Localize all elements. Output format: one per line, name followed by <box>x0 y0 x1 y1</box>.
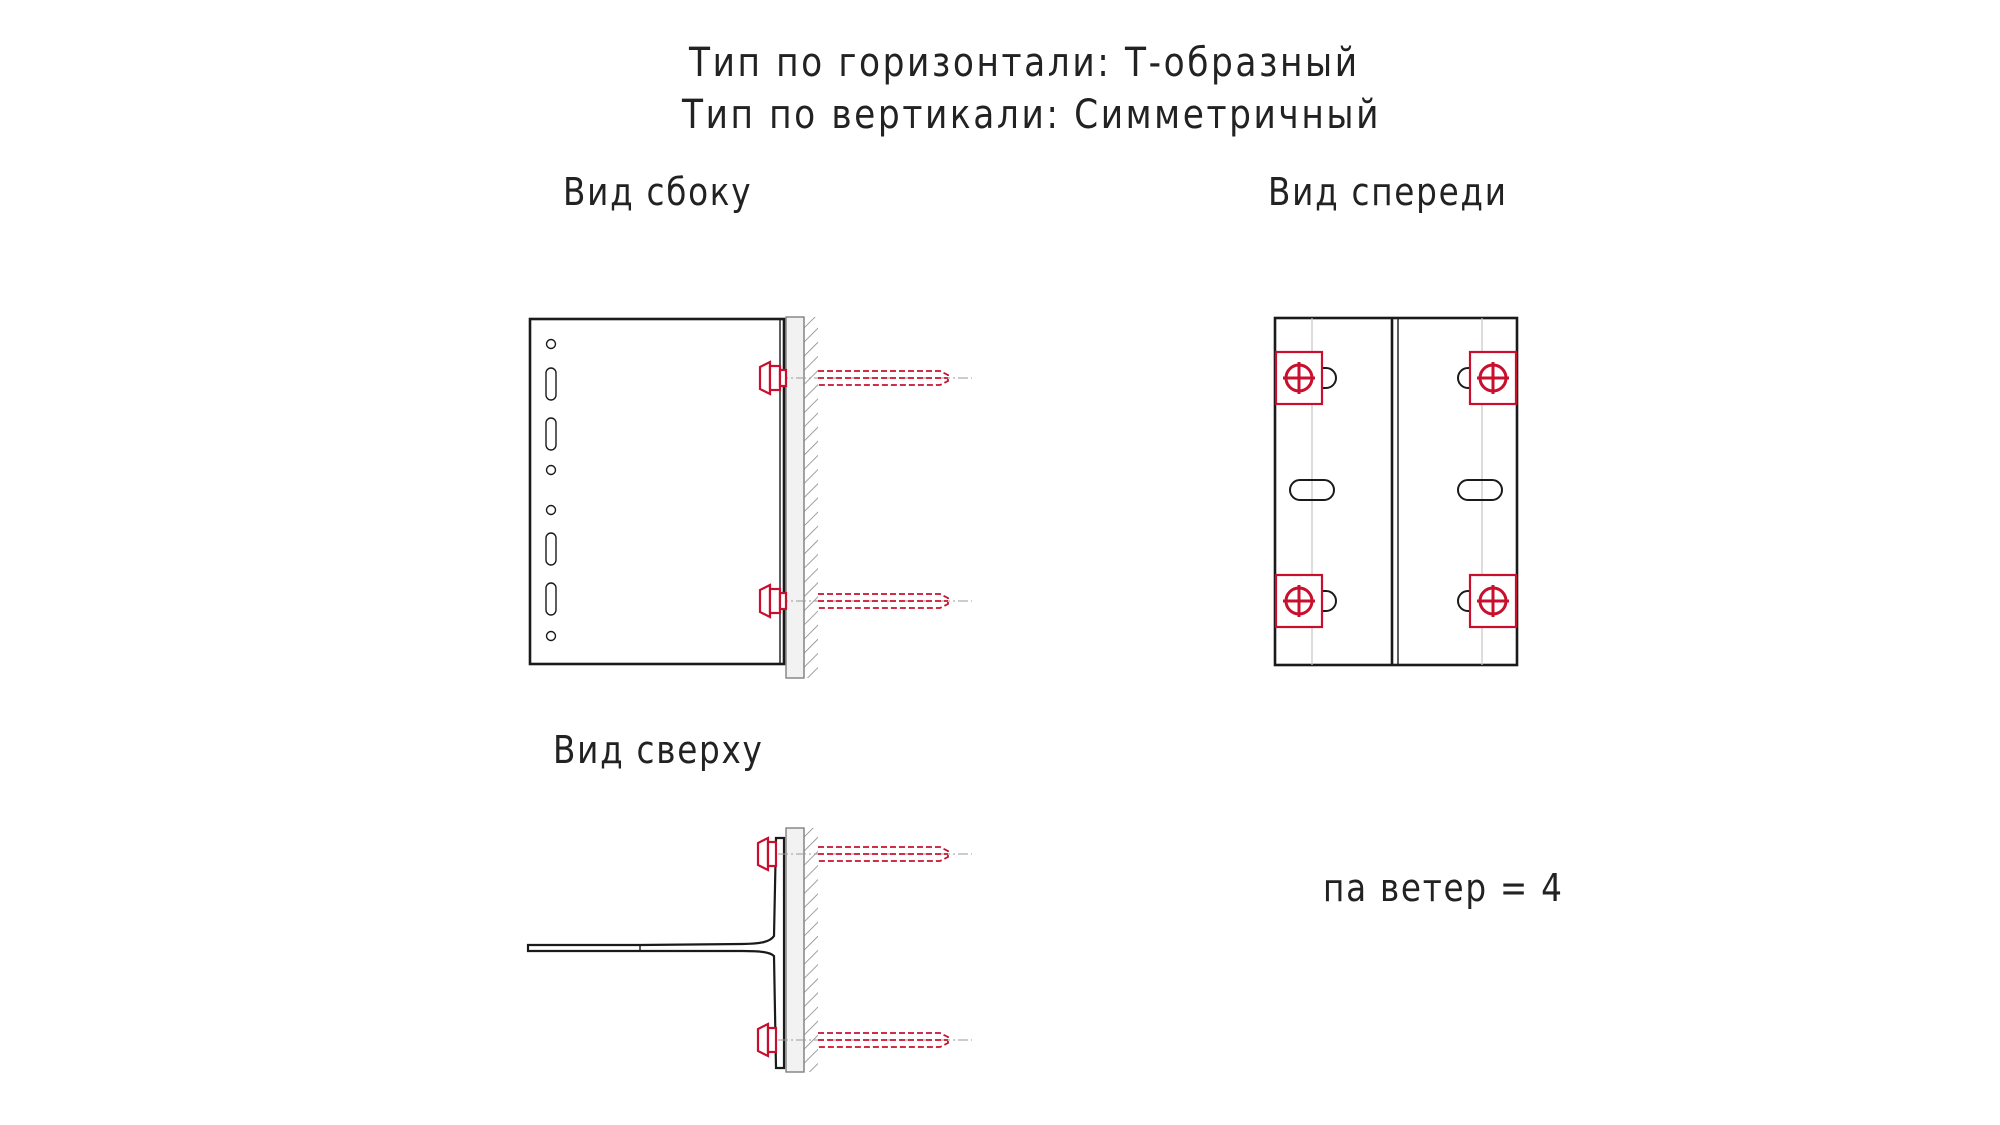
anchor-bolt-icon <box>756 1022 972 1058</box>
title-vertical-type: Тип по вертикали: Симметричный <box>682 92 1382 138</box>
top-view-drawing <box>526 827 972 1073</box>
side-hole <box>545 464 557 476</box>
side-plate-slots <box>545 338 557 642</box>
side-wall-hatch <box>804 317 818 678</box>
anchor-bolt-icon <box>1468 350 1518 406</box>
top-wall <box>785 827 805 1073</box>
anchor-bolt-icon <box>756 836 972 872</box>
side-hole <box>545 630 557 642</box>
front-outline <box>1273 316 1519 667</box>
side-slot <box>545 417 557 451</box>
side-wall <box>785 316 805 679</box>
side-hole <box>545 338 557 350</box>
side-view-drawing <box>528 316 972 679</box>
anchor-bolt-icon <box>758 360 972 396</box>
anchor-bolt-icon <box>758 583 972 619</box>
side-view-label: Вид сбоку <box>563 170 753 214</box>
front-slot <box>1289 479 1335 501</box>
side-slot <box>545 367 557 401</box>
wall-hatch-icon <box>804 828 818 1072</box>
side-bracket-plate <box>528 317 786 666</box>
wind-note: па ветер = 4 <box>1323 866 1564 910</box>
side-hole <box>545 504 557 516</box>
side-slot <box>545 532 557 566</box>
top-view-label: Вид сверху <box>553 728 764 772</box>
front-view-label: Вид спереди <box>1268 170 1508 214</box>
front-slot <box>1457 479 1503 501</box>
anchor-bolt-icon <box>1274 573 1324 629</box>
side-slot <box>545 582 557 616</box>
anchor-bolt-icon <box>1468 573 1518 629</box>
top-bracket-profile <box>526 836 786 1070</box>
title-horizontal-type: Тип по горизонтали: Т-образный <box>689 40 1360 86</box>
front-view-drawing <box>1273 316 1519 667</box>
anchor-bolt-icon <box>1274 350 1324 406</box>
